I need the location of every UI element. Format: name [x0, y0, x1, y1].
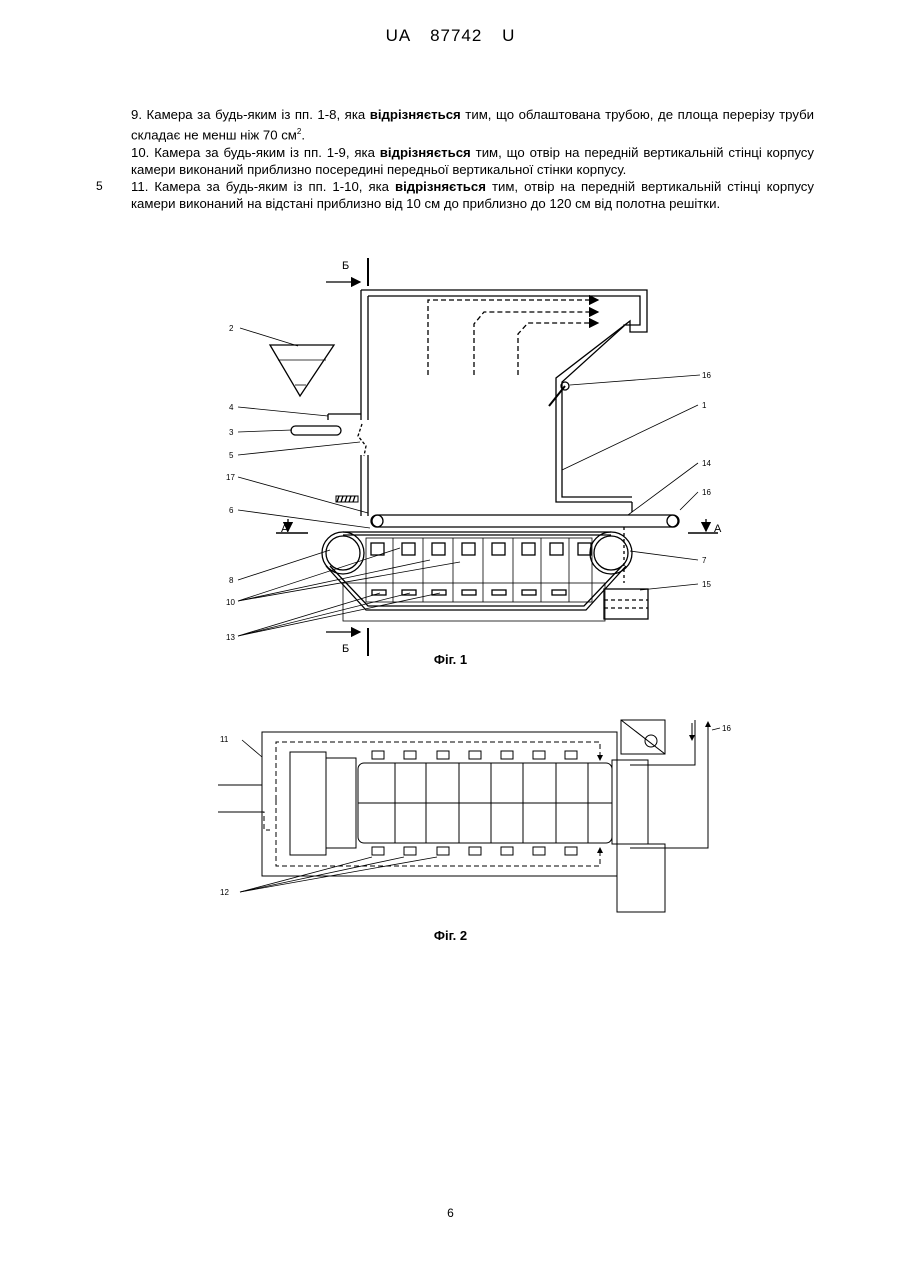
ref-label-12: 12	[220, 888, 229, 897]
figure-2-drawing: 11 12 16	[0, 0, 901, 1000]
figure-2-caption: Фіг. 2	[0, 928, 901, 943]
page-number: 6	[0, 1206, 901, 1220]
ref-label-16-fig2: 16	[722, 724, 731, 733]
ref-label-11: 11	[220, 735, 229, 744]
